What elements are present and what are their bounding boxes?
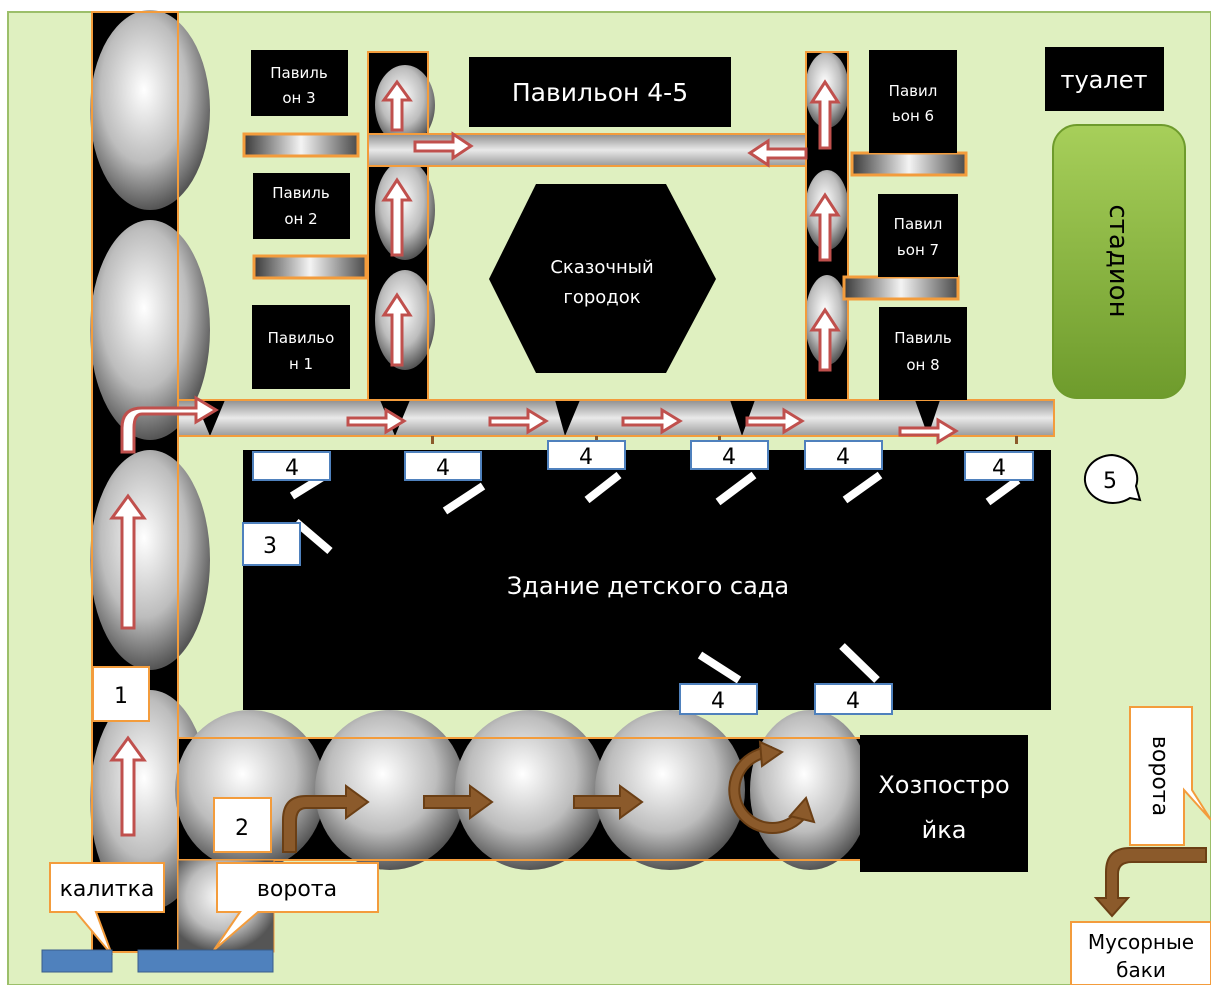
pavilion-6: Павил ьон 6 bbox=[869, 50, 957, 153]
point-5-bubble: 5 bbox=[1083, 453, 1142, 504]
gate-main-callout: ворота bbox=[213, 862, 379, 951]
wicket-callout: калитка bbox=[49, 862, 165, 956]
exit-marker-label: 4 bbox=[992, 456, 1006, 481]
kindergarten-label: Здание детского сада bbox=[507, 572, 789, 600]
fairy-town-label-line2: городок bbox=[563, 287, 640, 308]
exit-marker-label: 4 bbox=[846, 689, 860, 714]
exit-marker: 4 bbox=[547, 440, 626, 470]
exit-markers: 4 4 4 4 4 4 4 4 bbox=[252, 440, 1034, 715]
pavilion-1: Павильо н 1 bbox=[252, 305, 350, 389]
pavilion-8: Павиль он 8 bbox=[879, 307, 967, 400]
turn-around-icon bbox=[728, 740, 816, 834]
stadium: стадион bbox=[1052, 124, 1186, 399]
gate-bar bbox=[137, 949, 274, 973]
exit-marker: 4 bbox=[252, 451, 331, 481]
pavilion-7-label-line2: ьон 7 bbox=[897, 241, 939, 259]
trash-bins-callout: Мусорные баки bbox=[1070, 921, 1211, 985]
exit-marker: 4 bbox=[690, 440, 769, 470]
door-lines bbox=[289, 471, 1021, 684]
entrance-marker-1: 1 bbox=[92, 666, 150, 722]
exit-marker: 4 bbox=[814, 683, 893, 715]
red-arrows bbox=[109, 79, 959, 837]
pavilion-8-label-line1: Павиль bbox=[894, 329, 952, 347]
pavilion-3-label-line1: Павиль bbox=[270, 64, 328, 82]
pavilion-6-label-line2: ьон 6 bbox=[892, 107, 934, 125]
exit-marker: 4 bbox=[679, 683, 758, 715]
pavilion-2-label-line1: Павиль bbox=[272, 184, 330, 202]
pavilion-3-label-line2: он 3 bbox=[282, 89, 315, 107]
gate-right-label: ворота bbox=[1147, 736, 1172, 816]
utility-building-label-line1: Хозпостро bbox=[878, 771, 1009, 799]
kindergarten: Здание детского сада bbox=[243, 450, 1051, 710]
toilet-label: туалет bbox=[1061, 66, 1148, 94]
utility-building-label-line2: йка bbox=[922, 816, 967, 844]
benches bbox=[242, 132, 968, 301]
exit-marker-label: 4 bbox=[436, 456, 450, 481]
pavilion-3: Павиль он 3 bbox=[251, 50, 348, 116]
gate-bars bbox=[41, 949, 274, 973]
entrance-marker-2: 2 bbox=[213, 797, 272, 853]
pavilion-1-label-line1: Павильо bbox=[268, 329, 335, 347]
entrance-marker-3-label: 3 bbox=[263, 534, 277, 559]
trash-bins-label-line2: баки bbox=[1116, 958, 1166, 982]
toilet: туалет bbox=[1045, 47, 1164, 111]
pavilion-7: Павил ьон 7 bbox=[878, 194, 958, 277]
exit-marker-label: 4 bbox=[836, 445, 850, 470]
exit-marker-label: 4 bbox=[711, 689, 725, 714]
exit-marker: 4 bbox=[964, 451, 1034, 481]
brown-arrows bbox=[282, 784, 1207, 918]
fairy-town: Сказочный городок bbox=[489, 184, 716, 373]
pavilion-4-5: Павильон 4-5 bbox=[469, 57, 731, 127]
utility-building: Хозпостро йка bbox=[860, 735, 1028, 872]
gate-main-label: ворота bbox=[257, 877, 337, 902]
wicket-label: калитка bbox=[60, 877, 155, 902]
stadium-label: стадион bbox=[1103, 204, 1133, 317]
pavilion-2-label-line2: он 2 bbox=[284, 210, 317, 228]
exit-marker: 4 bbox=[804, 440, 883, 470]
exit-marker-label: 4 bbox=[579, 445, 593, 470]
gate-right-callout: ворота bbox=[1129, 706, 1211, 846]
wicket-bar bbox=[41, 949, 113, 973]
pavilion-2: Павиль он 2 bbox=[253, 173, 350, 239]
point-5-label: 5 bbox=[1103, 469, 1117, 494]
entrance-marker-1-label: 1 bbox=[114, 684, 128, 709]
trash-bins-label-line1: Мусорные bbox=[1088, 930, 1194, 954]
fairy-town-label-line1: Сказочный bbox=[550, 257, 653, 278]
exit-marker-label: 4 bbox=[285, 456, 299, 481]
pavilion-1-label-line2: н 1 bbox=[289, 355, 313, 373]
exit-marker: 4 bbox=[404, 451, 482, 481]
pavilion-4-5-label: Павильон 4-5 bbox=[512, 78, 688, 107]
pavilion-8-label-line2: он 8 bbox=[906, 356, 939, 374]
entrance-marker-2-label: 2 bbox=[235, 816, 249, 841]
pavilion-6-label-line1: Павил bbox=[889, 82, 938, 100]
entrance-marker-3: 3 bbox=[242, 522, 301, 566]
exit-marker-label: 4 bbox=[722, 445, 736, 470]
pavilion-7-label-line1: Павил bbox=[894, 215, 943, 233]
